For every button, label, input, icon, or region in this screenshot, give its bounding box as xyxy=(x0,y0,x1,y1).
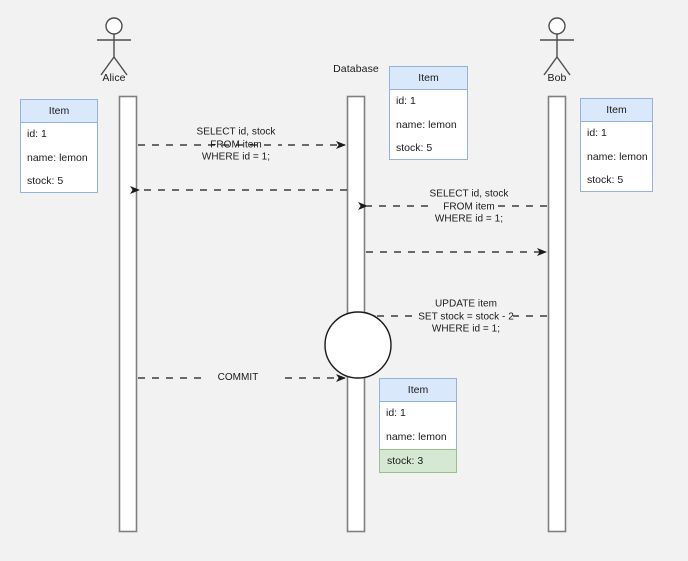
message-label-alice-select: SELECT id, stock FROM item WHERE id = 1; xyxy=(196,126,276,163)
entity-row-id: id: 1 xyxy=(587,127,607,139)
actor-label-alice: Alice xyxy=(102,72,126,84)
entity-header-label: Item xyxy=(581,99,652,122)
entity-box-item-bob: Item id: 1 name: lemon stock: 5 xyxy=(580,98,653,192)
entity-row-name: name: lemon xyxy=(396,118,457,131)
entity-row-id: id: 1 xyxy=(396,95,416,107)
entity-row-name: name: lemon xyxy=(27,151,88,164)
entity-row-stock: stock: 5 xyxy=(27,175,64,187)
entity-box-item-database-after: Item id: 1 name: lemon stock: 3 xyxy=(379,378,457,473)
activation-bar-alice xyxy=(118,95,138,533)
entity-header-label: Item xyxy=(21,100,97,123)
actor-label-database: Database xyxy=(333,63,379,75)
entity-row-name: name: lemon xyxy=(386,430,447,443)
entity-header-label: Item xyxy=(390,67,467,90)
entity-box-item-alice: Item id: 1 name: lemon stock: 5 xyxy=(20,99,98,193)
message-label-alice-commit: COMMIT xyxy=(217,371,259,383)
lock-wait-circle xyxy=(324,311,392,379)
message-label-bob-update: UPDATE item SET stock = stock - 2 WHERE … xyxy=(418,298,514,335)
actor-figure-alice xyxy=(97,17,131,76)
activation-bar-bob xyxy=(547,95,567,533)
entity-row-id: id: 1 xyxy=(386,407,406,419)
message-label-bob-select: SELECT id, stock FROM item WHERE id = 1; xyxy=(429,188,509,225)
entity-header-label: Item xyxy=(380,379,456,402)
entity-row-stock: stock: 5 xyxy=(396,142,433,154)
entity-row-stock: stock: 5 xyxy=(587,174,624,186)
actor-figure-bob xyxy=(540,17,574,76)
entity-row-stock-updated: stock: 3 xyxy=(379,449,457,473)
entity-row-id: id: 1 xyxy=(27,128,47,140)
entity-row-name: name: lemon xyxy=(587,150,648,163)
actor-label-bob: Bob xyxy=(547,72,567,84)
entity-box-item-database-before: Item id: 1 name: lemon stock: 5 xyxy=(389,66,468,160)
